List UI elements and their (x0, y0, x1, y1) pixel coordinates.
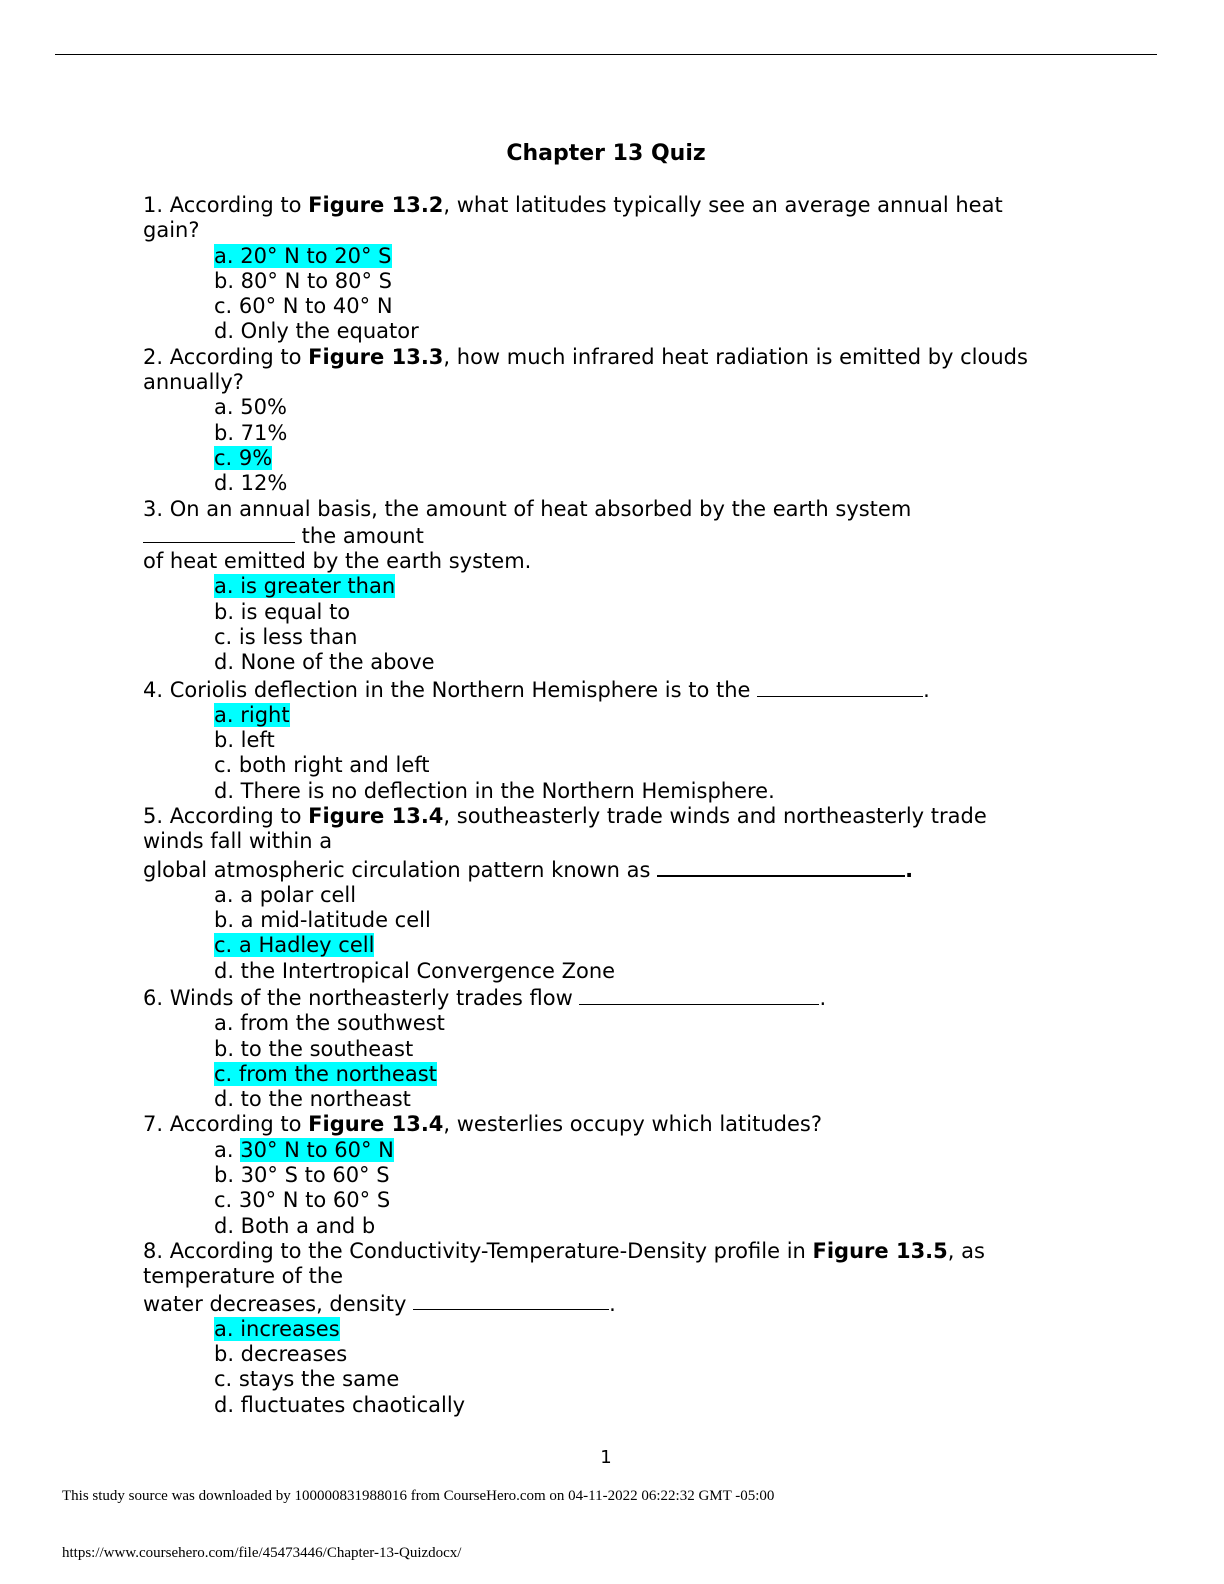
question-6-option-d: d. to the northeast (214, 1087, 411, 1112)
question-1-option-b: b. 80° N to 80° S (214, 268, 392, 293)
question-2-option-b: b. 71% (214, 420, 288, 445)
answer-highlight: a. right (214, 702, 290, 727)
question-5: 5. According to Figure 13.4, southeaster… (143, 804, 987, 828)
question-7-option-a: a. 30° N to 60° N (214, 1137, 394, 1162)
question-7-option-c: c. 30° N to 60° S (214, 1188, 391, 1213)
question-6-option-b: b. to the southeast (214, 1036, 414, 1061)
question-8-option-d: d. fluctuates chaotically (214, 1392, 466, 1417)
answer-highlight: 30° N to 60° N (240, 1137, 394, 1162)
question-5-option-d: d. the Intertropical Convergence Zone (214, 958, 616, 983)
question-4-option-d: d. There is no deflection in the Norther… (214, 778, 775, 803)
answer-highlight: c. 9% (214, 445, 273, 470)
page-title: Chapter 13 Quiz (506, 141, 706, 166)
question-1-option-c: c. 60° N to 40° N (214, 294, 393, 319)
question-7-option-b: b. 30° S to 60° S (214, 1163, 390, 1188)
page-number: 1 (600, 1447, 612, 1468)
question-3-option-c: c. is less than (214, 624, 358, 649)
answer-highlight: a. 20° N to 20° S (214, 243, 392, 268)
question-2-option-c: c. 9% (143, 445, 1103, 471)
question-8-cont-2: water decreases, density . (143, 1290, 616, 1316)
question-4-option-a: a. right (143, 702, 1103, 728)
answer-blank (657, 855, 906, 877)
question-3-option-a: a. is greater than (143, 574, 1103, 599)
question-6-option-c: c. from the northeast (143, 1061, 1103, 1087)
answer-blank (143, 522, 295, 543)
answer-blank (757, 676, 924, 697)
header-rule (55, 54, 1157, 55)
question-8-cont: temperature of the (143, 1264, 344, 1289)
answer-highlight: a. increases (214, 1316, 340, 1341)
footer-source-note: This study source was downloaded by 1000… (62, 1488, 775, 1504)
question-1-cont: gain? (143, 218, 200, 243)
answer-blank (413, 1290, 610, 1311)
question-3-option-d: d. None of the above (214, 650, 435, 675)
question-4-option-b: b. left (214, 728, 275, 753)
question-8-option-c: c. stays the same (214, 1367, 400, 1392)
question-6: 6. Winds of the northeasterly trades flo… (143, 984, 827, 1010)
answer-highlight: c. a Hadley cell (214, 933, 375, 958)
question-5-cont-2: global atmospheric circulation pattern k… (143, 855, 1103, 883)
question-3-cont-2: of heat emitted by the earth system. (143, 549, 532, 574)
question-7-option-d: d. Both a and b (214, 1213, 376, 1238)
question-8: 8. According to the Conductivity-Tempera… (143, 1238, 985, 1263)
answer-highlight: a. is greater than (214, 574, 396, 599)
question-2-cont: annually? (143, 370, 244, 395)
question-1: 1. According to Figure 13.2, what latitu… (143, 193, 1003, 217)
question-8-option-b: b. decreases (214, 1342, 348, 1367)
question-2: 2. According to Figure 13.3, how much in… (143, 344, 1028, 369)
question-1-option-a: a. 20° N to 20° S (143, 243, 1103, 269)
question-5-option-a: a. a polar cell (214, 882, 357, 907)
question-5-cont: winds fall within a (143, 829, 333, 854)
question-4-option-c: c. both right and left (214, 753, 430, 778)
footer-url: https://www.coursehero.com/file/45473446… (62, 1545, 462, 1561)
question-3: 3. On an annual basis, the amount of hea… (143, 496, 912, 521)
question-4: 4. Coriolis deflection in the Northern H… (143, 676, 930, 702)
question-3-option-b: b. is equal to (214, 599, 351, 624)
question-2-option-d: d. 12% (214, 471, 288, 496)
question-3-cont: the amount (143, 522, 1103, 549)
question-7: 7. According to Figure 13.4, westerlies … (143, 1112, 822, 1137)
answer-blank (579, 984, 820, 1005)
question-8-option-a: a. increases (143, 1316, 1103, 1342)
question-1-option-d: d. Only the equator (214, 319, 419, 344)
quiz-content: 1. According to Figure 13.2, what latitu… (143, 193, 1103, 1418)
answer-highlight: c. from the northeast (214, 1061, 437, 1086)
question-5-option-c: c. a Hadley cell (143, 933, 1103, 958)
question-6-option-a: a. from the southwest (214, 1011, 445, 1036)
question-5-option-b: b. a mid-latitude cell (214, 908, 431, 933)
question-2-option-a: a. 50% (214, 395, 287, 420)
